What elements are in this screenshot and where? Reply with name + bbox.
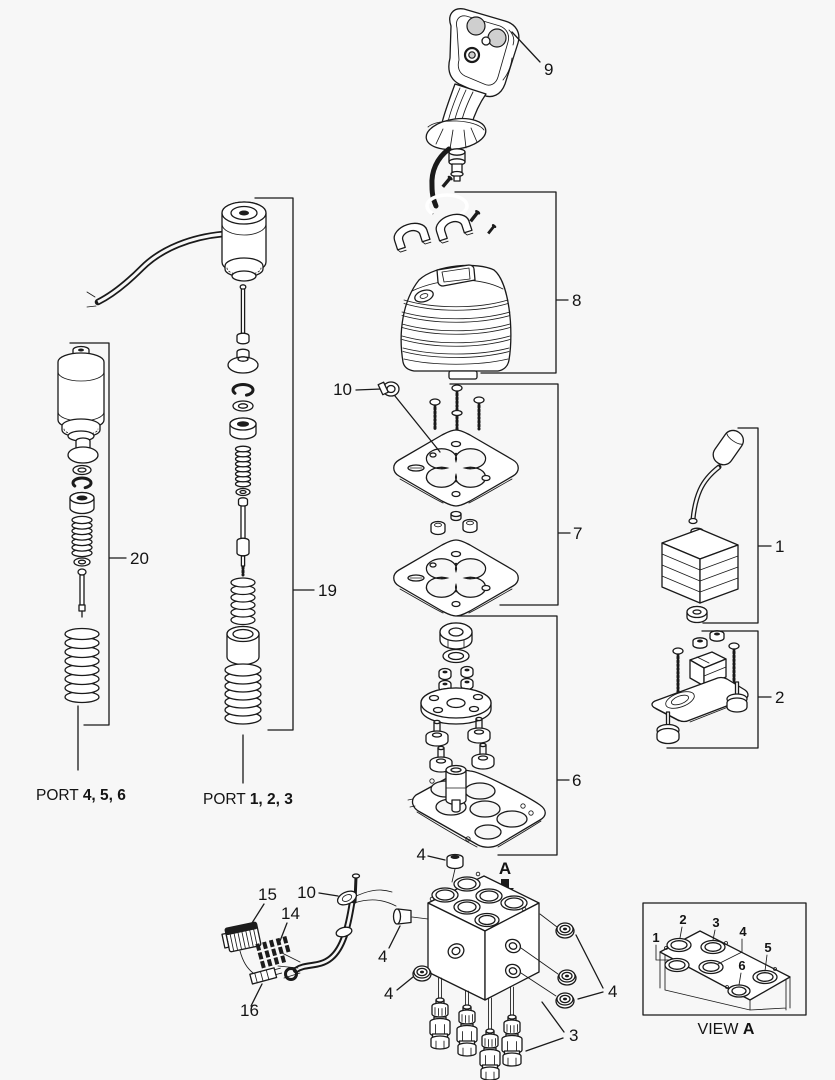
- flange-plate: [420, 687, 492, 725]
- callout-label-linkage: 2: [775, 688, 784, 707]
- port-label-center: PORT 1, 2, 3: [203, 791, 293, 808]
- push-pin: [236, 284, 250, 345]
- view-port-2: 2: [679, 912, 686, 927]
- joystick-button: [481, 36, 491, 46]
- joystick-cable: [429, 146, 452, 209]
- spring-medium: [230, 577, 256, 626]
- callout-label-base: 6: [572, 771, 581, 790]
- callout-label-clamp: 10: [333, 380, 352, 399]
- fitting-stems: [438, 977, 514, 1032]
- view-a-frame: [642, 902, 807, 1016]
- pushrod-cap: [425, 719, 449, 747]
- spool: [236, 505, 250, 577]
- callout-label-fittings: 3: [569, 1026, 578, 1045]
- callout-label-plug-top: 4: [417, 845, 426, 864]
- view-a-inset: 2 3 1 4 5 6 VIEW A: [642, 902, 807, 1038]
- view-port-3: 3: [712, 915, 719, 930]
- callout-label-lever: 1: [775, 537, 784, 556]
- callout-20: 20 PORT 4, 5, 6: [36, 342, 149, 804]
- quick-fitting: [479, 1028, 501, 1080]
- callout-label-boot: 8: [572, 291, 581, 310]
- callout-6: 6: [456, 615, 581, 856]
- view-port-1: 1: [652, 930, 659, 945]
- side-plug-lower-left: [412, 965, 432, 982]
- view-a-caption: VIEW A: [698, 1021, 755, 1038]
- view-port-4: 4: [739, 924, 747, 939]
- callout-label-joystick: 9: [544, 60, 553, 79]
- base-kit: [407, 622, 546, 848]
- callout-7: 7: [449, 383, 582, 606]
- boot-clamp-half: [390, 218, 432, 254]
- small-nuts: [438, 665, 474, 693]
- side-plug-right: [557, 969, 577, 986]
- spring-big: [224, 663, 262, 725]
- quick-fitting: [456, 1004, 478, 1057]
- metering-pin: [77, 568, 87, 618]
- pin-set: [255, 936, 291, 969]
- view-a-block: [659, 930, 791, 1011]
- linkage-kit: [651, 630, 749, 745]
- view-port-5: 5: [764, 940, 771, 955]
- callout-19: 19 PORT 1, 2, 3: [203, 197, 337, 808]
- cartridge-center: [86, 201, 267, 725]
- view-a-port-numbers: 2 3 1 4 5 6: [652, 912, 772, 986]
- callout-label-plug-left: 4: [378, 947, 387, 966]
- callout-1: 1: [702, 427, 784, 624]
- callout-10-upper: 10: [333, 380, 441, 453]
- base-plate: [407, 769, 546, 848]
- callout-label-plug-right: 4: [608, 982, 617, 1001]
- callout-9: 9: [511, 31, 553, 79]
- pushrod-cap: [471, 742, 495, 770]
- side-plug-right: [555, 992, 575, 1009]
- joystick-button: [466, 16, 486, 36]
- callout-label-cartridge-center: 19: [318, 581, 337, 600]
- knob: [712, 429, 745, 466]
- joystick-handle: [425, 8, 520, 209]
- spring-tight: [234, 445, 252, 488]
- boot-window: [436, 264, 476, 287]
- quick-fitting: [429, 997, 451, 1050]
- connector-housing: [221, 921, 262, 953]
- block-top-ports: [429, 871, 528, 928]
- harness: [277, 873, 397, 981]
- spring-small: [71, 515, 93, 558]
- rocker-block: [689, 651, 727, 687]
- lever-boot: [661, 527, 739, 604]
- pushrod-foot: [656, 711, 680, 745]
- side-plug-left: [392, 908, 429, 925]
- plate-kit: [393, 384, 519, 617]
- joystick-button: [487, 28, 507, 48]
- callout-label-plate: 7: [573, 524, 582, 543]
- boot-assembly: [390, 175, 512, 380]
- callout-8: 8: [454, 191, 581, 374]
- terminal-strip: [249, 967, 283, 985]
- quick-fitting: [501, 1014, 523, 1067]
- lever-kit: [661, 429, 745, 624]
- cartridge-left: [57, 345, 105, 704]
- callout-label-connector: 15: [258, 885, 277, 904]
- manifold-block: 4 A 4 4 4 3: [378, 845, 617, 1080]
- side-plug-right: [555, 922, 575, 939]
- callout-2: 2: [666, 630, 784, 749]
- callout-label-terminal: 16: [240, 1001, 259, 1020]
- view-arrow-letter: A: [499, 859, 511, 878]
- boot-clamp-half: [432, 209, 474, 245]
- breather-plug: [446, 853, 464, 883]
- callout-label-pins: 14: [281, 904, 300, 923]
- view-port-6: 6: [738, 958, 745, 973]
- callout-label-plug-lower-left: 4: [384, 984, 393, 1003]
- callout-label-cartridge-left: 20: [130, 549, 149, 568]
- wiring-group: 15 14 16 10: [221, 873, 397, 1020]
- spring-large: [64, 627, 100, 704]
- pushrod-foot: [726, 681, 748, 713]
- callout-label-harness: 10: [297, 883, 316, 902]
- center-post: [445, 764, 467, 813]
- clamp-part: [377, 381, 400, 397]
- port-label-left: PORT 4, 5, 6: [36, 787, 126, 804]
- upper-plate: [393, 429, 519, 507]
